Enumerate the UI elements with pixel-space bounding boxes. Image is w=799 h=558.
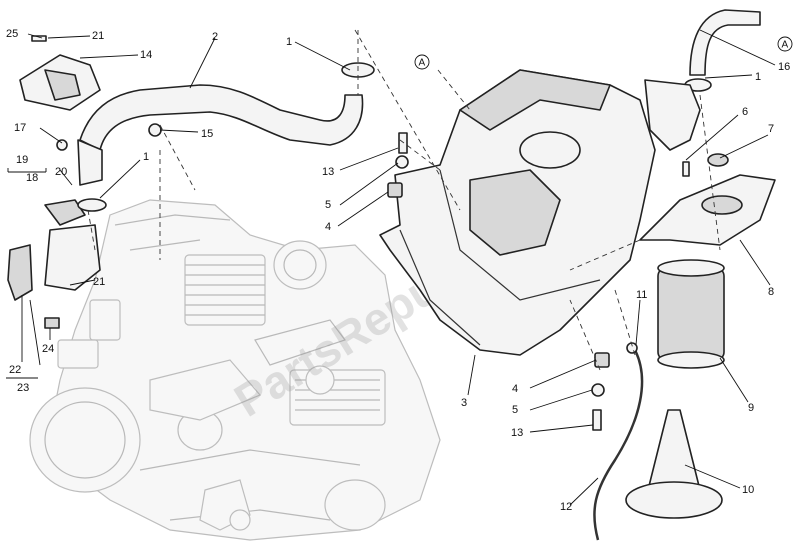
callout-5-top: 5	[325, 199, 331, 211]
callout-25: 25	[6, 28, 18, 40]
callout-13-top: 13	[322, 166, 334, 178]
ref-marker-a-right: A	[777, 36, 793, 52]
callout-12: 12	[560, 501, 572, 513]
callout-11: 11	[636, 289, 647, 301]
assembly-lines	[87, 29, 721, 371]
callout-10: 10	[742, 484, 754, 496]
callout-5-bottom: 5	[512, 404, 518, 416]
valve-body	[644, 79, 701, 151]
fasteners	[31, 35, 729, 431]
drain-funnel	[647, 409, 701, 491]
callout-4-top: 4	[325, 221, 331, 233]
leader-lines	[8, 29, 776, 506]
callout-8: 8	[768, 286, 774, 298]
callout-2: 2	[212, 31, 218, 43]
callout-4-bottom: 4	[512, 383, 518, 395]
callout-14: 14	[140, 49, 152, 61]
hose-clamp-left	[77, 198, 107, 212]
callout-20: 20	[55, 166, 67, 178]
bracket-frame	[44, 224, 101, 291]
engine-illustration	[29, 199, 441, 541]
hose-end	[77, 139, 103, 186]
air-filter-top	[657, 259, 725, 277]
callout-7: 7	[768, 123, 774, 135]
airbox-duct	[519, 131, 581, 169]
callout-16: 16	[778, 61, 790, 73]
clip-24	[44, 317, 60, 329]
callout-21: 21	[92, 30, 104, 42]
bracket-rib	[44, 69, 81, 101]
callout-23: 23	[17, 382, 29, 394]
bracket-plate-18	[44, 199, 86, 226]
callout-13-bottom: 13	[511, 427, 523, 439]
callout-19: 19	[16, 154, 28, 166]
callout-24: 24	[42, 343, 54, 355]
airbox-inlet	[469, 169, 561, 256]
air-filter-bottom	[657, 351, 725, 369]
group-bracket-19	[7, 168, 47, 172]
callout-labels: 25 21 14 2 1 1 16 17 15 19 18 20 1 13 5 …	[6, 28, 790, 513]
air-filter	[657, 267, 725, 361]
svg-text:A: A	[419, 58, 426, 69]
callout-18: 18	[26, 172, 38, 184]
airbox-lid	[459, 69, 611, 131]
callout-17: 17	[14, 122, 26, 134]
callout-22: 22	[9, 364, 21, 376]
breather-hose	[689, 9, 761, 76]
callout-1-top: 1	[286, 36, 292, 48]
callout-21-lower: 21	[93, 276, 105, 288]
drain-tube	[593, 349, 644, 541]
svg-text:A: A	[782, 40, 789, 51]
side-cover-22	[7, 244, 33, 301]
callout-1-left: 1	[143, 151, 149, 163]
callout-3: 3	[461, 397, 467, 409]
funnel-base	[625, 481, 723, 519]
callout-6: 6	[742, 106, 748, 118]
callout-1-right: 1	[755, 71, 761, 83]
intake-hose	[79, 84, 364, 151]
ref-marker-a-left: A	[414, 54, 430, 70]
cover-hole	[701, 195, 743, 215]
callout-9: 9	[748, 402, 754, 414]
callout-15: 15	[201, 128, 213, 140]
